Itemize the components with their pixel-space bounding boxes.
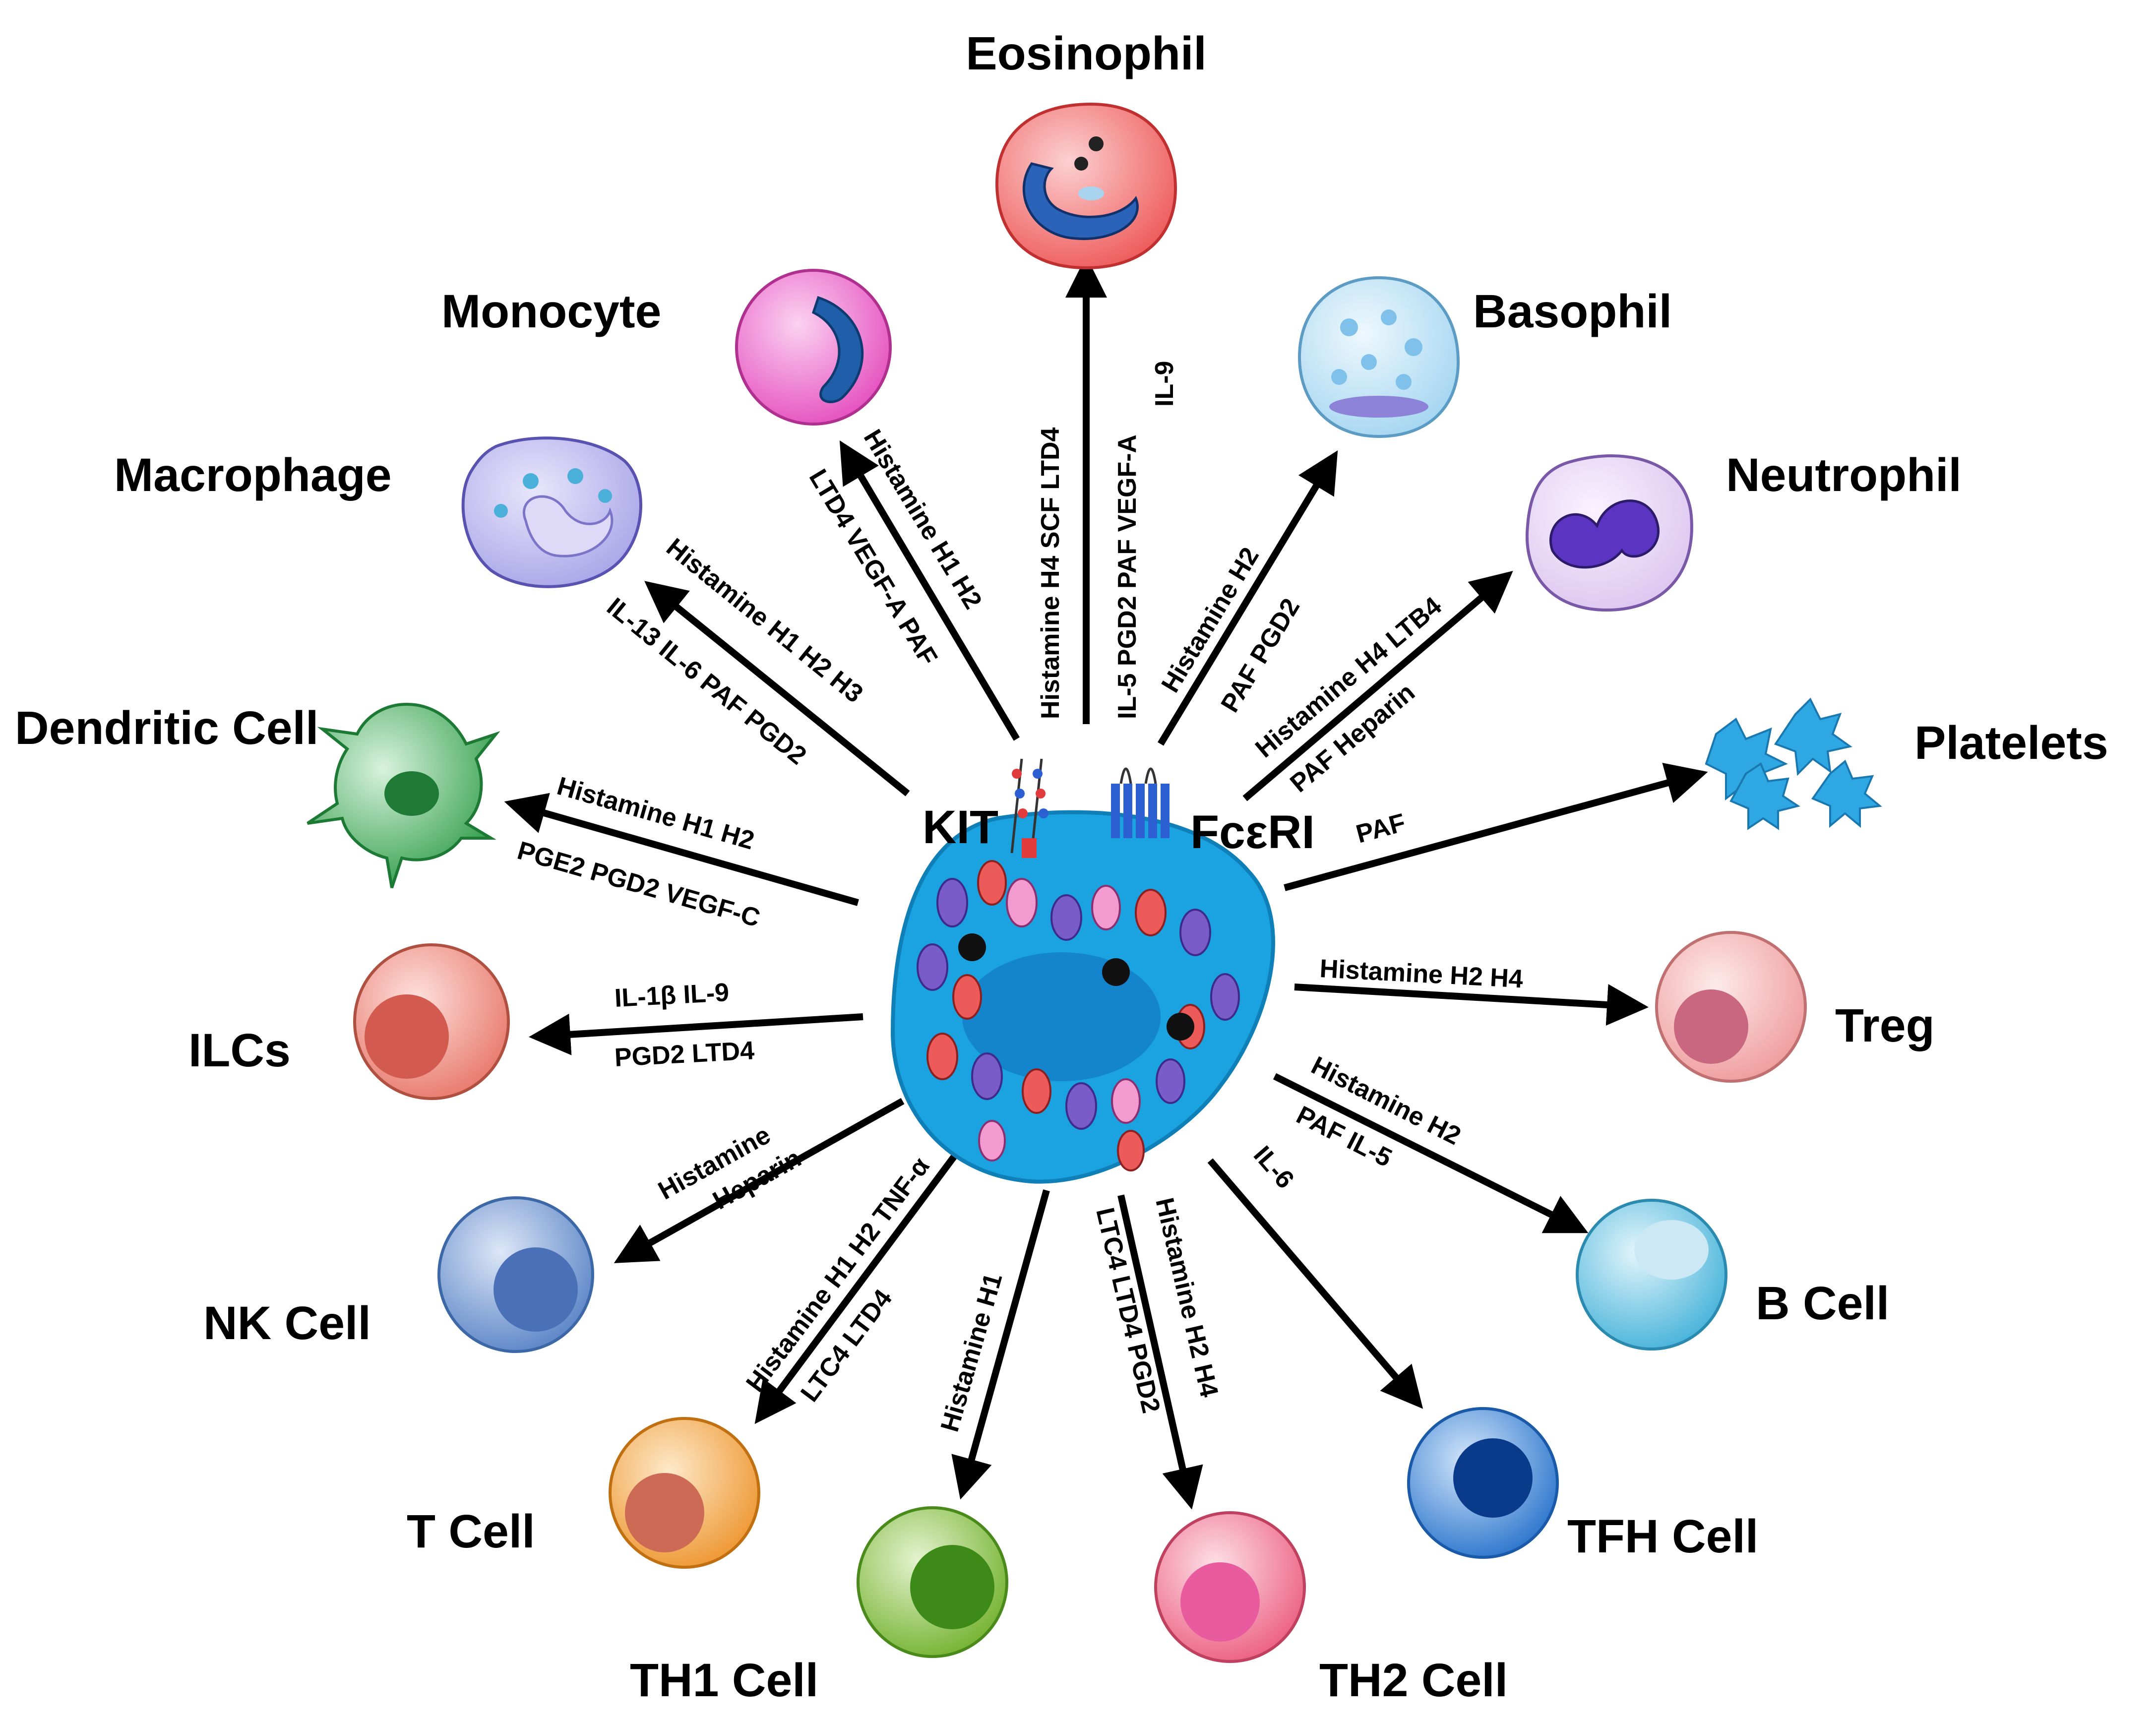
- mediators-platelets-1: PAF: [1353, 808, 1409, 849]
- fceri-label: FcεRI: [1190, 806, 1315, 859]
- arrow-to-treg: [1294, 983, 1649, 1026]
- arrow-to-th2-cell: [1117, 1194, 1203, 1510]
- arrows: [504, 256, 1708, 1510]
- ilcs-label: ILCs: [188, 1024, 291, 1077]
- dendritic-cell-icon: [307, 702, 500, 888]
- macrophage-icon: [461, 436, 642, 588]
- monocyte-label: Monocyte: [441, 285, 661, 338]
- eosinophil-icon: [995, 102, 1177, 270]
- arrow-to-ilcs: [529, 1013, 863, 1055]
- neutrophil-icon: [1525, 454, 1693, 612]
- treg-icon: [1655, 931, 1807, 1083]
- mediators-eosinophil-2: IL-5 PGD2 PAF VEGF-A: [1113, 434, 1142, 719]
- mast-cell: KIT FcεRI: [890, 758, 1315, 1184]
- mediators-tfh-cell-1: IL-6: [1248, 1141, 1299, 1194]
- b-cell-label: B Cell: [1756, 1277, 1889, 1330]
- arrow-to-nk-cell: [614, 1098, 905, 1263]
- th1-cell-label: TH1 Cell: [630, 1654, 818, 1707]
- kit-receptor-icon: [1010, 758, 1048, 858]
- mediators-ilcs-2: PGD2 LTD4: [614, 1036, 755, 1072]
- treg-label: Treg: [1835, 999, 1935, 1052]
- macrophage-label: Macrophage: [114, 449, 392, 501]
- dendritic-cell-label: Dendritic Cell: [15, 702, 318, 754]
- tfh-cell-icon: [1407, 1407, 1559, 1559]
- basophil-label: Basophil: [1473, 285, 1672, 338]
- arrow-to-t-cell: [754, 1143, 965, 1424]
- t-cell-icon: [609, 1417, 760, 1569]
- basophil-icon: [1297, 276, 1460, 438]
- mediators-eosinophil-1: Histamine H4 SCF LTD4: [1036, 427, 1065, 719]
- arrow-to-monocyte: [839, 440, 1020, 741]
- arrow-to-tfh-cell: [1207, 1158, 1423, 1409]
- th1-cell-icon: [857, 1506, 1008, 1658]
- th2-cell-label: TH2 Cell: [1319, 1654, 1508, 1707]
- platelets-icon: [1705, 697, 1882, 830]
- fceri-receptor-icon: [1111, 767, 1170, 838]
- arrow-to-b-cell: [1273, 1073, 1589, 1233]
- eosinophil-label: Eosinophil: [966, 27, 1207, 80]
- arrow-to-neutrophil: [1242, 570, 1513, 801]
- neutrophil-label: Neutrophil: [1726, 449, 1962, 501]
- arrow-to-platelets: [1284, 762, 1708, 891]
- t-cell-label: T Cell: [407, 1505, 535, 1558]
- mediators-ilcs-1: IL-1β IL-9: [614, 978, 730, 1013]
- arrow-to-basophil: [1158, 450, 1338, 746]
- arrow-to-th1-cell: [951, 1189, 1050, 1500]
- nk-cell-label: NK Cell: [203, 1297, 371, 1350]
- kit-label: KIT: [923, 801, 998, 854]
- monocyte-icon: [735, 269, 892, 426]
- mast-cell-granules: [917, 860, 1240, 1171]
- arrow-to-macrophage: [644, 581, 910, 797]
- b-cell-icon: [1576, 1199, 1727, 1351]
- mediators-eosinophil-3: IL-9: [1150, 361, 1179, 407]
- platelets-label: Platelets: [1914, 717, 2108, 769]
- arrow-to-dendritic-cell: [504, 793, 859, 906]
- th2-cell-icon: [1154, 1511, 1306, 1663]
- nk-cell-icon: [437, 1196, 594, 1353]
- tfh-cell-label: TFH Cell: [1567, 1510, 1758, 1563]
- ilcs-icon: [353, 943, 510, 1100]
- mediators-dendritic-cell-2: PGE2 PGD2 VEGF-C: [514, 836, 763, 933]
- mediators-th1-cell-1: Histamine H1: [935, 1270, 1008, 1435]
